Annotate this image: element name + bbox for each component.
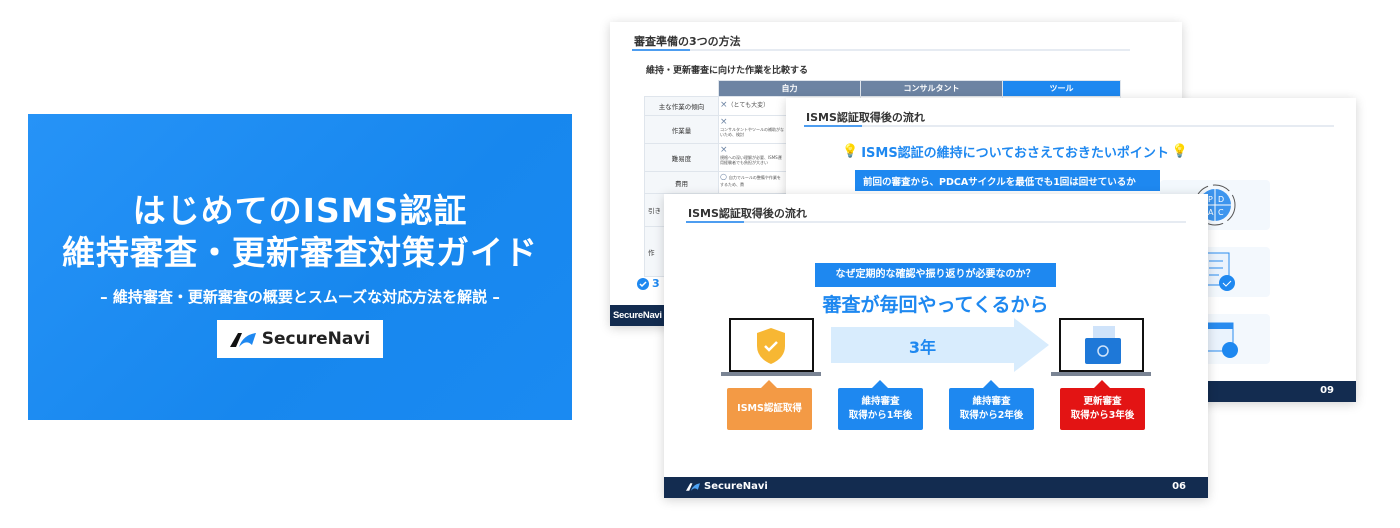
securenavi-logo-icon [686, 483, 700, 491]
folder-refresh-icon [1085, 326, 1121, 364]
laptop-icon [729, 318, 814, 372]
slide-post-certification-flow: ISMS認証取得後の流れ なぜ定期的な確認や振り返りが必要なのか？ 審査が毎回や… [664, 194, 1208, 498]
cross-mark: × [720, 100, 728, 110]
pdca-p: P [1208, 195, 1213, 204]
row-label: 費用 [644, 171, 719, 194]
step-label: 維持審査 [972, 396, 1011, 407]
step-timing: 取得から1年後 [848, 410, 913, 421]
slide-subtitle: 維持・更新審査に向けた作業を比較する [646, 66, 809, 76]
slide-title: 審査準備の3つの方法 [634, 35, 741, 48]
period-label: 3年 [908, 338, 937, 357]
cross-mark: × [720, 145, 728, 155]
step-timing: 取得から3年後 [1070, 410, 1135, 421]
circle-mark: ○ [720, 172, 727, 181]
points-heading: ISMS認証の維持についておさえておきたいポイント [861, 146, 1169, 161]
step-maintenance-2: 維持審査取得から2年後 [949, 380, 1034, 430]
footer-brand: SecureNavi [704, 481, 768, 492]
check-circle-icon [637, 277, 649, 290]
guide-cover: はじめてのISMS認証 維持審査・更新審査対策ガイド – 維持審査・更新審査の概… [28, 114, 572, 420]
cover-title-line2: 維持審査・更新審査対策ガイド [62, 233, 538, 272]
row-label: 作業量 [644, 115, 719, 144]
step-label: 維持審査 [861, 396, 900, 407]
row-label: 難易度 [644, 143, 719, 172]
cell-note: 規格への深い理解が必要、ISMS運用経験者でも負担が大きい [720, 155, 782, 165]
cell-note: 自力でルールの整備や作業をするため、費 [720, 175, 781, 187]
col-header: ツール [1002, 80, 1121, 97]
step-maintenance-1: 維持審査取得から1年後 [838, 380, 923, 430]
pdca-d: D [1218, 195, 1224, 204]
laptop-icon [1059, 318, 1144, 372]
step-certification: ISMS認証取得 [727, 380, 812, 430]
cross-mark: × [720, 117, 728, 127]
question-banner: なぜ定期的な確認や振り返りが必要なのか？ [815, 263, 1056, 287]
point-banner: 前回の審査から、PDCAサイクルを最低でも1回は回せているか [855, 170, 1160, 191]
page-number: 09 [1320, 385, 1334, 396]
securenavi-logo-icon [229, 333, 256, 347]
col-header: コンサルタント [860, 80, 1003, 97]
step-timing: 取得から2年後 [959, 410, 1024, 421]
securenavi-logo: SecureNavi [217, 320, 383, 358]
lightbulb-icon: 💡 [1171, 144, 1189, 159]
slide-title: ISMS認証取得後の流れ [806, 111, 925, 124]
step-label: 更新審査 [1083, 396, 1122, 407]
page-number: 06 [1172, 481, 1186, 492]
col-header: 自力 [718, 80, 861, 97]
check-text: 3 [652, 277, 660, 290]
pdca-a: A [1208, 208, 1214, 217]
slide-title: ISMS認証取得後の流れ [688, 207, 807, 220]
slide-footer: SecureNavi 06 [664, 477, 1208, 498]
step-label: ISMS認証取得 [737, 403, 802, 414]
answer-text: 審査が毎回やってくるから [822, 294, 1049, 316]
cover-title-line1: はじめてのISMS認証 [132, 191, 468, 230]
cell-note: コンサルタントやツールの補助がないため、検討 [720, 127, 784, 137]
shield-check-icon [757, 328, 785, 364]
cover-subtitle: – 維持審査・更新審査の概要とスムーズな対応方法を解説 – [100, 288, 500, 306]
footer-brand: SecureNavi [613, 310, 662, 321]
timeline-arrow [831, 318, 1049, 372]
lightbulb-icon: 💡 [842, 144, 859, 159]
pdca-c: C [1218, 208, 1224, 217]
cell-note: （とても大変） [727, 102, 770, 109]
row-label: 主な作業の傾向 [644, 96, 719, 116]
brand-name: SecureNavi [261, 329, 371, 349]
step-renewal: 更新審査取得から3年後 [1060, 380, 1145, 430]
